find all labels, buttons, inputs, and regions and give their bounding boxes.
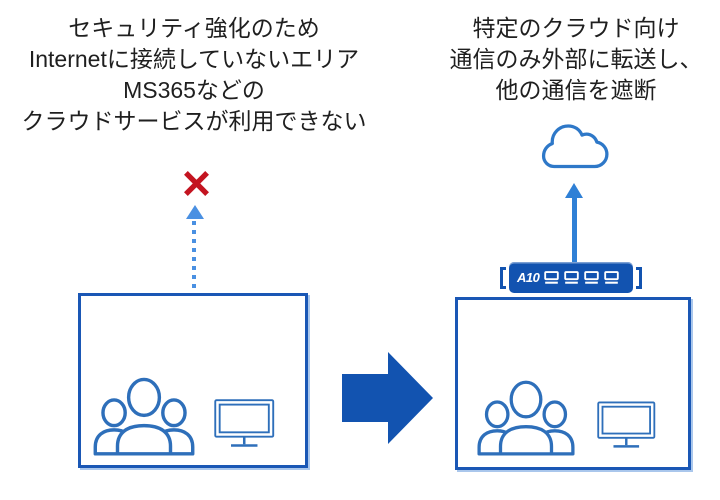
before-caption-line: クラウドサービスが利用できない [21,108,367,134]
network-port-icon [584,271,599,284]
after-caption-line: 特定のクラウド向け [472,15,680,41]
rack-ear-right [636,266,642,289]
after-caption-line: 通信のみ外部に転送し、 [449,46,703,72]
users-group-icon [475,376,577,456]
a10-appliance-body: A10 [509,262,633,293]
before-caption-line: MS365などの [123,77,265,103]
network-port-icon [564,271,579,284]
network-port-icon [544,271,559,284]
desktop-monitor-icon [214,393,277,454]
right-block-arrow-shaft [342,374,390,422]
before-caption: セキュリティ強化のため Internetに接続していないエリア MS365などの… [8,13,380,137]
right-block-arrow-head [388,352,433,444]
after-caption-line: 他の通信を遮断 [495,77,657,103]
a10-appliance: A10 [500,262,642,293]
right-block-arrow-icon [342,352,434,444]
users-group-icon [91,373,197,456]
red-x-icon [184,171,209,196]
after-area-box [455,297,691,470]
before-caption-line: Internetに接続していないエリア [28,46,360,72]
a10-logo: A10 [517,270,540,285]
before-caption-line: セキュリティ強化のため [68,15,320,41]
before-area-box [78,293,308,468]
network-port-icon [604,271,619,284]
solid-up-arrow-head-icon [565,183,583,198]
rack-ear-left [500,266,506,289]
solid-up-arrow-shaft [572,196,577,266]
dotted-up-arrow-shaft [192,221,196,293]
cloud-icon [541,124,609,169]
desktop-monitor-icon [597,396,658,454]
dotted-up-arrow-head-icon [186,205,204,219]
after-caption: 特定のクラウド向け 通信のみ外部に転送し、 他の通信を遮断 [430,13,720,106]
